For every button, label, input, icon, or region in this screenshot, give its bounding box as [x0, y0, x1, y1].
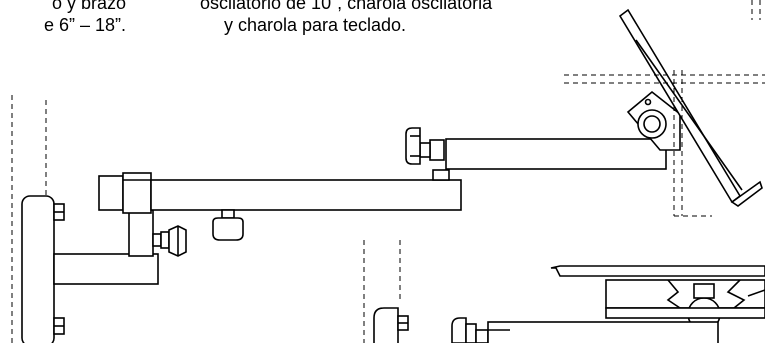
keyboard-tray	[550, 265, 765, 331]
arm-joint	[432, 169, 450, 181]
reference-lines-right	[564, 0, 765, 217]
caption-center-line2: y charola para teclado.	[223, 15, 407, 35]
caption-left-line2: e 6” – 18”.	[43, 15, 126, 35]
upper-arm	[405, 127, 667, 170]
caption-left-line1: o y brazo	[51, 0, 126, 13]
tilt-bracket	[626, 90, 681, 151]
caption-center: oscilatorio de 10”, charola oscilatoria …	[200, 0, 493, 36]
bottom-arm	[451, 317, 719, 343]
post-knob	[152, 225, 187, 257]
caption-left: o y brazo e 6” – 18”.	[0, 0, 126, 36]
reference-lines-left	[11, 95, 401, 343]
monitor-tray	[618, 8, 763, 207]
arm-post	[128, 209, 154, 257]
wall-mount-plate	[21, 195, 65, 343]
caption-center-line1: oscilatorio de 10”, charola oscilatoria	[200, 0, 493, 13]
main-arm-knob	[212, 209, 244, 241]
main-arm	[98, 172, 462, 214]
wall-arm	[53, 253, 159, 285]
bottom-mount	[373, 307, 409, 343]
